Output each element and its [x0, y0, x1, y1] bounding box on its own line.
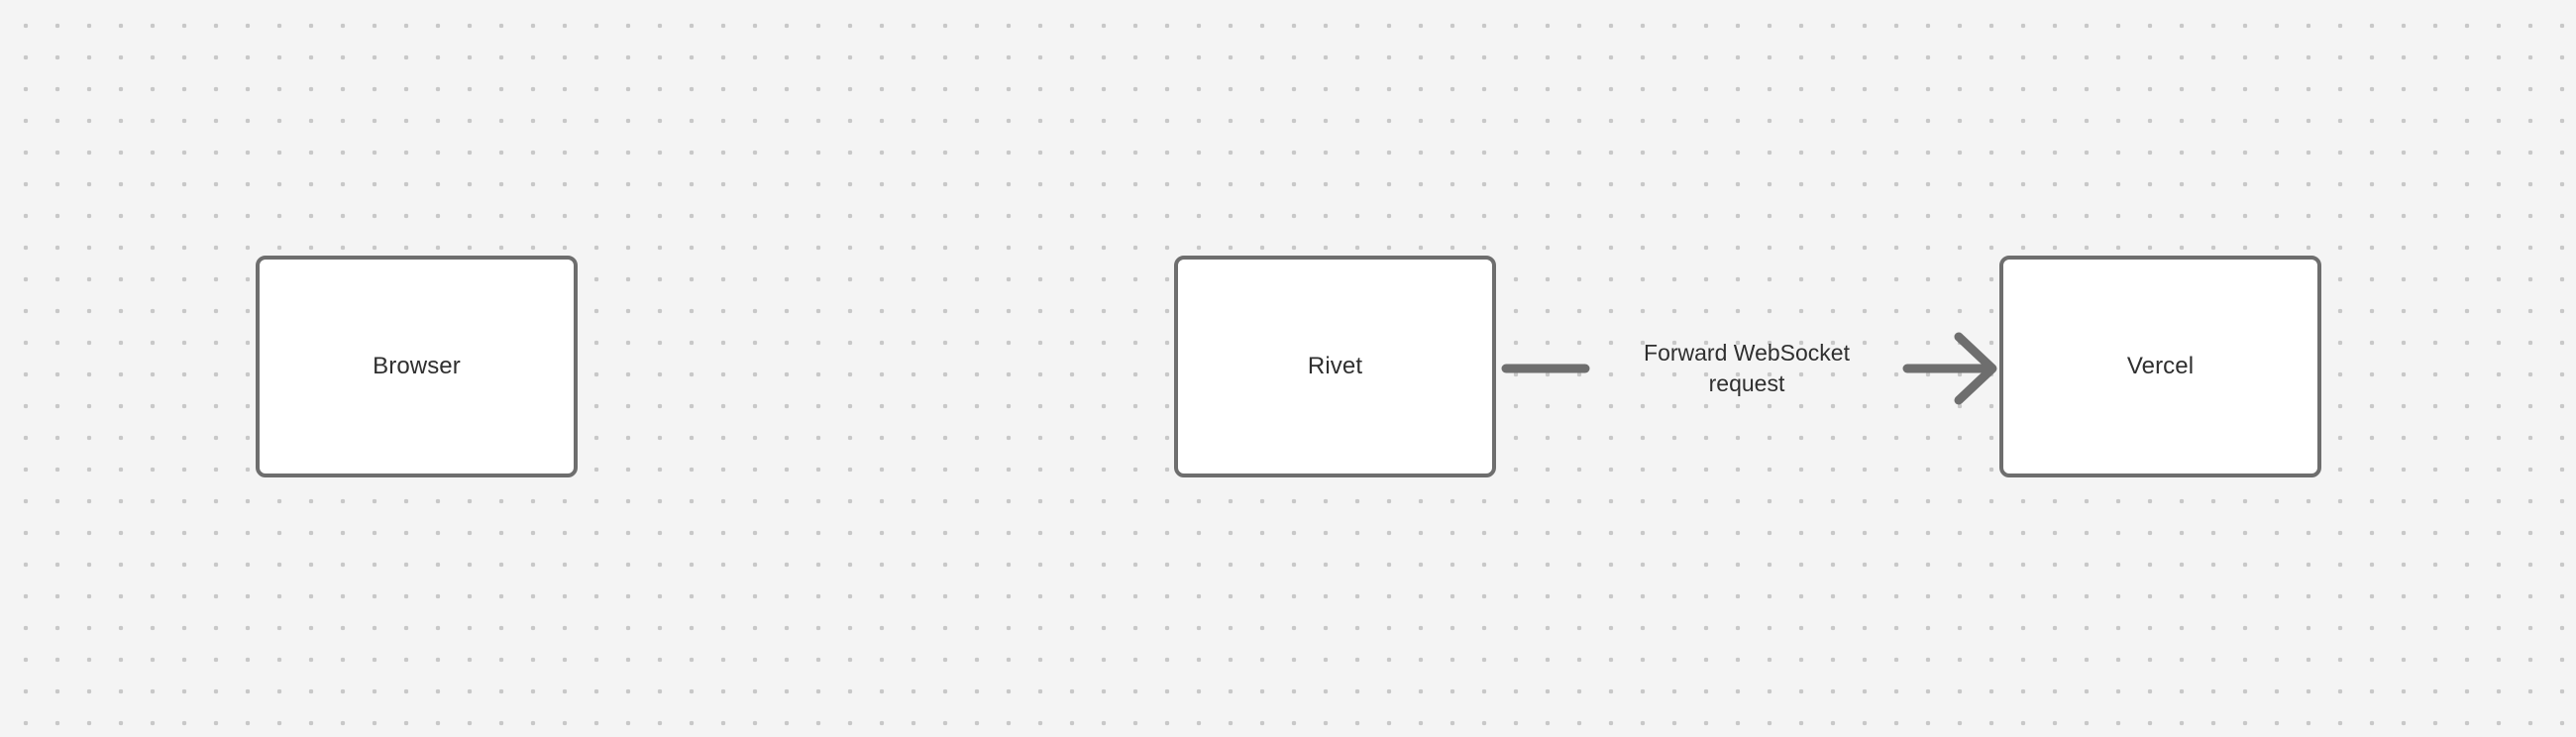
- node-browser[interactable]: Browser: [256, 256, 578, 477]
- edge-label-rivet-to-vercel: Forward WebSocket request: [1644, 340, 1850, 396]
- node-browser-label: Browser: [373, 352, 461, 379]
- node-vercel[interactable]: Vercel: [1999, 256, 2321, 477]
- arrowhead-icon: [1954, 332, 1997, 405]
- node-rivet[interactable]: Rivet: [1174, 256, 1496, 477]
- node-vercel-label: Vercel: [2126, 352, 2195, 379]
- node-rivet-label: Rivet: [1307, 352, 1363, 379]
